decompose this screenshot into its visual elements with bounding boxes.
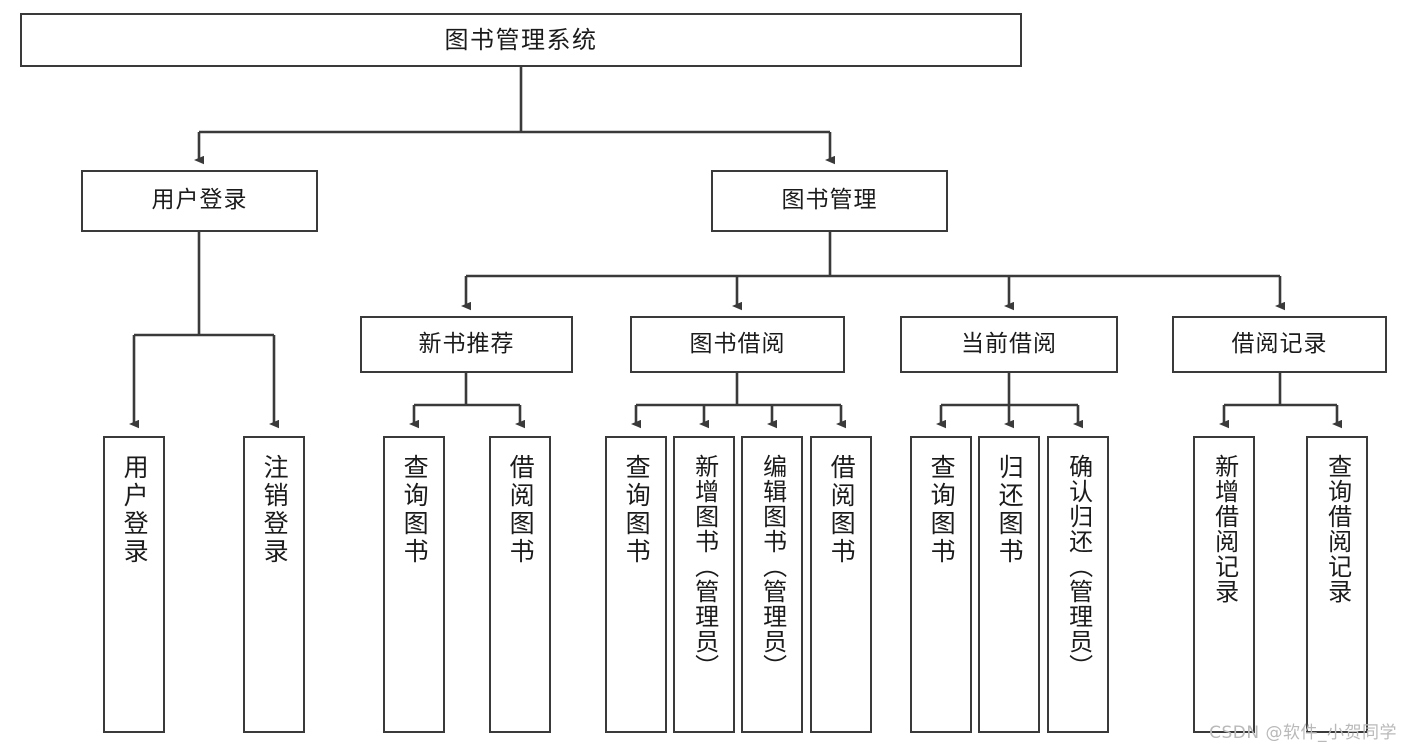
leaf-records-add-record[interactable]: 新增借阅记录 [1193,436,1255,733]
node-new-book-recommend-label: 新书推荐 [418,330,515,357]
leaf-newbook-borrow-book[interactable]: 借阅图书 [489,436,551,733]
leaf-user-login-signout-label: 注销登录 [260,454,290,566]
node-user-login[interactable]: 用户登录 [81,170,318,232]
leaf-borrow-borrow-book[interactable]: 借阅图书 [810,436,872,733]
node-root-system-label: 图书管理系统 [444,25,598,54]
node-book-management-label: 图书管理 [781,187,878,214]
leaf-user-login-signout[interactable]: 注销登录 [243,436,305,733]
node-root-system[interactable]: 图书管理系统 [20,13,1022,67]
watermark-text: CSDN @软件_小贺同学 [1209,723,1397,743]
leaf-current-query-book[interactable]: 查询图书 [910,436,972,733]
leaf-records-query-record[interactable]: 查询借阅记录 [1306,436,1368,733]
leaf-user-login-signin[interactable]: 用户登录 [103,436,165,733]
node-book-management[interactable]: 图书管理 [711,170,948,232]
leaf-newbook-borrow-book-label: 借阅图书 [506,454,536,566]
leaf-newbook-query-book-label: 查询图书 [400,454,430,566]
node-new-book-recommend[interactable]: 新书推荐 [360,316,573,373]
leaf-current-confirm-return-admin[interactable]: 确认归还（管理员） [1047,436,1109,733]
leaf-records-query-record-label: 查询借阅记录 [1323,454,1352,604]
leaf-current-confirm-return-admin-label: 确认归还（管理员） [1064,454,1093,679]
leaf-current-return-book[interactable]: 归还图书 [978,436,1040,733]
node-book-borrow-label: 图书借阅 [689,330,786,357]
leaf-borrow-query-book-label: 查询图书 [622,454,652,566]
leaf-user-login-signin-label: 用户登录 [120,454,150,566]
node-borrow-records[interactable]: 借阅记录 [1172,316,1387,373]
node-book-borrow[interactable]: 图书借阅 [630,316,845,373]
leaf-borrow-edit-book-admin[interactable]: 编辑图书（管理员） [741,436,803,733]
node-user-login-label: 用户登录 [151,187,248,214]
leaf-borrow-edit-book-admin-label: 编辑图书（管理员） [758,454,787,679]
node-borrow-records-label: 借阅记录 [1231,330,1328,357]
leaf-borrow-add-book-admin[interactable]: 新增图书（管理员） [673,436,735,733]
leaf-records-add-record-label: 新增借阅记录 [1210,454,1239,604]
leaf-borrow-borrow-book-label: 借阅图书 [827,454,857,566]
node-current-borrow[interactable]: 当前借阅 [900,316,1118,373]
leaf-current-return-book-label: 归还图书 [995,454,1025,566]
leaf-borrow-query-book[interactable]: 查询图书 [605,436,667,733]
leaf-borrow-add-book-admin-label: 新增图书（管理员） [690,454,719,679]
leaf-current-query-book-label: 查询图书 [927,454,957,566]
node-current-borrow-label: 当前借阅 [961,330,1057,357]
leaf-newbook-query-book[interactable]: 查询图书 [383,436,445,733]
